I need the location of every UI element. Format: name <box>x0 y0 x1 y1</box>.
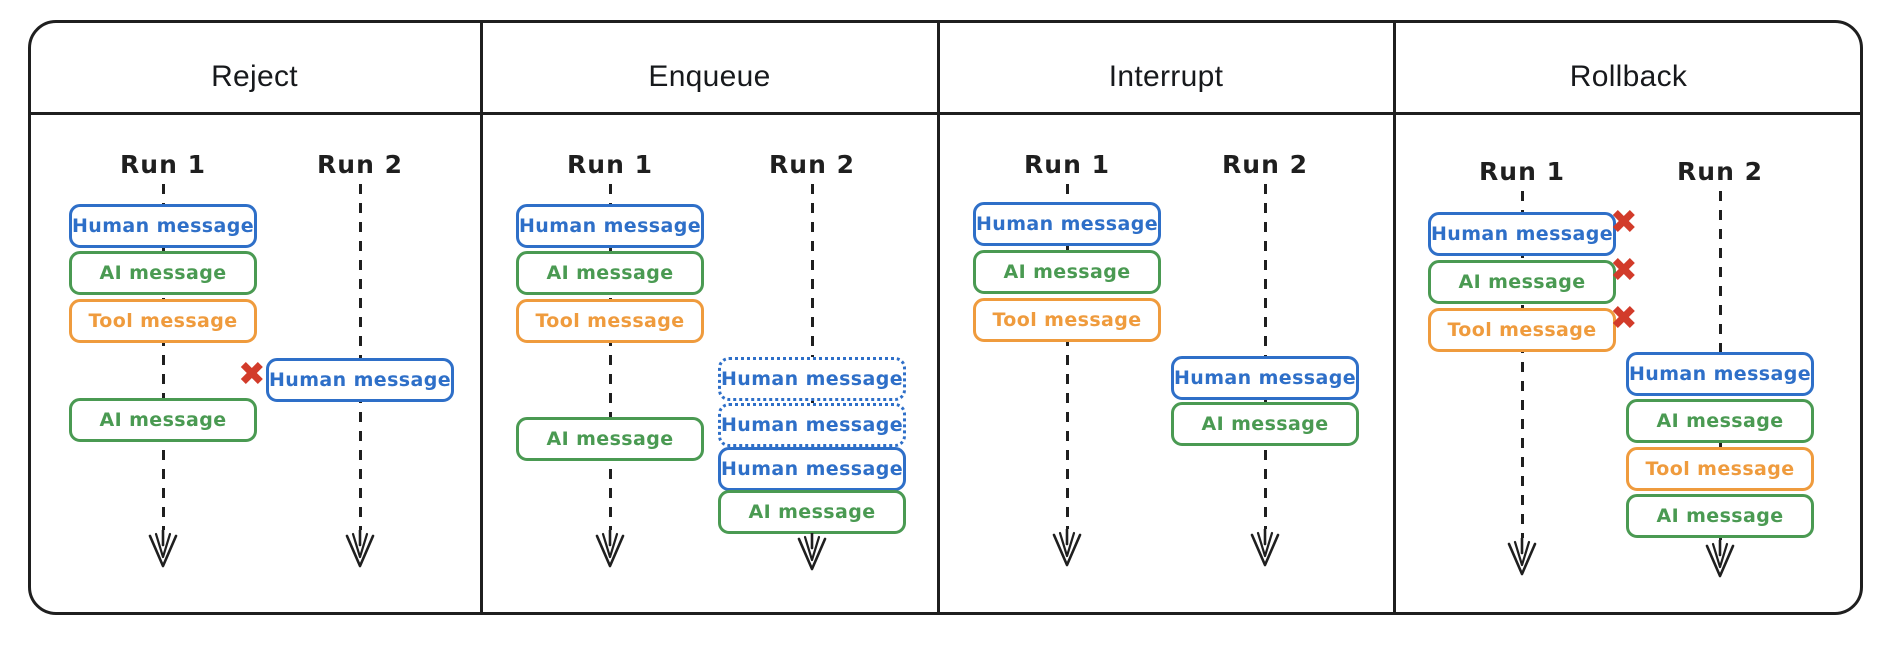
message-box-label: Tool message <box>1447 319 1597 341</box>
message-box-label: Human message <box>519 215 701 237</box>
run-timeline-dashed-line <box>161 184 165 530</box>
panel-divider-line <box>480 20 483 615</box>
message-box-label: AI message <box>1458 271 1586 293</box>
ai-message-box: AI message <box>1626 494 1814 538</box>
ai-message-box: AI message <box>1171 402 1359 446</box>
message-box-label: Human message <box>721 368 903 390</box>
ai-message-box: AI message <box>718 490 906 534</box>
human-message-box: Human message <box>1171 356 1359 400</box>
panel-title-rollback: Rollback <box>1569 60 1688 93</box>
dashed-arrow-down-icon <box>594 528 626 575</box>
run-label: Run 2 <box>769 150 855 179</box>
ai-message-box: AI message <box>69 251 257 295</box>
message-box-label: Human message <box>72 215 254 237</box>
message-box-label: AI message <box>1003 261 1131 283</box>
message-box-label: Human message <box>1629 363 1811 385</box>
run-label: Run 1 <box>1024 150 1110 179</box>
message-box-label: AI message <box>1656 410 1784 432</box>
run-timeline-dashed-line <box>1520 191 1524 538</box>
dashed-arrow-down-icon <box>147 528 179 575</box>
tool-message-box: Tool message <box>69 299 257 343</box>
ai-message-box: AI message <box>973 250 1161 294</box>
human-message-box: Human message <box>718 357 906 401</box>
message-box-label: Tool message <box>992 309 1142 331</box>
dashed-arrow-down-icon <box>1249 527 1281 574</box>
reject-x-icon: ✖ <box>1610 250 1638 289</box>
dashed-arrow-down-icon <box>1704 538 1736 585</box>
message-box-label: Human message <box>976 213 1158 235</box>
run-label: Run 2 <box>1222 150 1308 179</box>
message-box-label: AI message <box>546 262 674 284</box>
message-box-label: AI message <box>99 262 227 284</box>
panel-title-reject: Reject <box>211 60 298 93</box>
message-box-label: Human message <box>721 458 903 480</box>
dashed-arrow-down-icon <box>344 528 376 575</box>
ai-message-box: AI message <box>1428 260 1616 304</box>
tool-message-box: Tool message <box>1626 447 1814 491</box>
dashed-arrow-down-icon <box>1506 536 1538 583</box>
ai-message-box: AI message <box>69 398 257 442</box>
run-timeline-dashed-line <box>608 184 612 530</box>
header-separator-line <box>30 112 1861 115</box>
run-timeline-dashed-line <box>358 184 362 530</box>
message-box-label: Tool message <box>535 310 685 332</box>
run-label: Run 1 <box>120 150 206 179</box>
reject-x-icon: ✖ <box>1610 202 1638 241</box>
human-message-box: Human message <box>973 202 1161 246</box>
message-box-label: AI message <box>99 409 227 431</box>
message-box-label: AI message <box>748 501 876 523</box>
tool-message-box: Tool message <box>1428 308 1616 352</box>
human-message-box: Human message <box>266 358 454 402</box>
message-box-label: AI message <box>1201 413 1329 435</box>
message-box-label: Tool message <box>1645 458 1795 480</box>
tool-message-box: Tool message <box>516 299 704 343</box>
message-box-label: Human message <box>1431 223 1613 245</box>
message-box-label: Human message <box>1174 367 1356 389</box>
ai-message-box: AI message <box>1626 399 1814 443</box>
panel-title-interrupt: Interrupt <box>1108 60 1224 93</box>
run-label: Run 1 <box>1479 157 1565 186</box>
panel-divider-line <box>937 20 940 615</box>
ai-message-box: AI message <box>516 251 704 295</box>
dashed-arrow-down-icon <box>796 531 828 578</box>
run-timeline-dashed-line <box>1065 184 1069 529</box>
message-box-label: Human message <box>269 369 451 391</box>
ai-message-box: AI message <box>516 417 704 461</box>
tool-message-box: Tool message <box>973 298 1161 342</box>
human-message-box: Human message <box>718 403 906 447</box>
human-message-box: Human message <box>1626 352 1814 396</box>
panel-title-enqueue: Enqueue <box>648 60 771 93</box>
reject-x-icon: ✖ <box>1610 298 1638 337</box>
panel-divider-line <box>1393 20 1396 615</box>
message-box-label: Human message <box>721 414 903 436</box>
run-label: Run 2 <box>1677 157 1763 186</box>
human-message-box: Human message <box>69 204 257 248</box>
human-message-box: Human message <box>1428 212 1616 256</box>
human-message-box: Human message <box>718 447 906 491</box>
message-box-label: AI message <box>1656 505 1784 527</box>
message-box-label: Tool message <box>88 310 238 332</box>
run-label: Run 1 <box>567 150 653 179</box>
run-label: Run 2 <box>317 150 403 179</box>
human-message-box: Human message <box>516 204 704 248</box>
dashed-arrow-down-icon <box>1051 527 1083 574</box>
reject-x-icon: ✖ <box>238 354 266 393</box>
message-box-label: AI message <box>546 428 674 450</box>
